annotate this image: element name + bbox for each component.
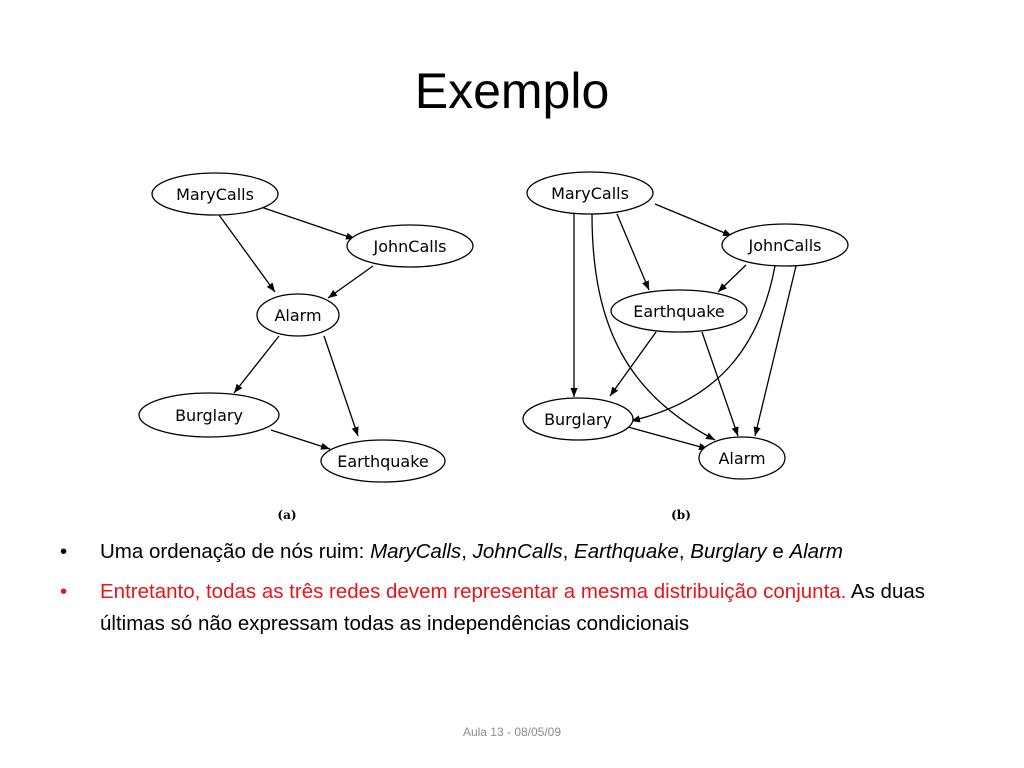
bullet-term-burglary: Burglary	[690, 540, 767, 563]
slide-title: Exemplo	[414, 63, 610, 119]
node-a-burglary: Burglary	[138, 392, 280, 438]
bullet-term-alarm: Alarm	[789, 540, 843, 563]
node-a-burglary-label: Burglary	[175, 406, 243, 425]
node-b-marycalls: MaryCalls	[526, 171, 654, 215]
bullet-text: As duas últimas só não expressam todas a…	[100, 580, 925, 635]
edge-b-earthquake-alarm	[701, 331, 739, 437]
node-b-johncalls: JohnCalls	[721, 223, 849, 267]
edge-a-burglary-earthquake	[270, 429, 331, 450]
slide-footer: Aula 13 - 08/05/09	[462, 725, 562, 739]
diagram-a-edges	[218, 205, 374, 450]
diagram-b-edges	[570, 203, 797, 451]
node-b-alarm: Alarm	[698, 436, 786, 480]
edge-a-alarm-earthquake	[323, 335, 359, 437]
bullet-separator: ,	[461, 540, 473, 563]
edge-a-marycalls-alarm	[218, 214, 276, 293]
bullet-dot: •	[60, 580, 68, 603]
bullet-separator: ,	[678, 540, 691, 563]
node-b-johncalls-label: JohnCalls	[748, 236, 822, 255]
node-b-burglary: Burglary	[522, 397, 634, 441]
node-a-marycalls: MaryCalls	[151, 172, 279, 216]
bullet-item-distribution: • Entretanto, todas as três redes devem …	[60, 576, 980, 640]
node-a-alarm-label: Alarm	[274, 306, 321, 325]
bullet-separator: e	[766, 540, 790, 563]
node-a-johncalls: JohnCalls	[346, 224, 474, 268]
caption-a: (a)	[277, 508, 296, 522]
edge-a-johncalls-alarm	[327, 265, 374, 299]
caption-b: (b)	[671, 508, 691, 522]
bullet-separator: ,	[562, 540, 575, 563]
bayes-network-diagrams: MaryCalls JohnCalls Alarm Burglary Earth…	[138, 171, 849, 522]
edge-b-johncalls-burglary	[630, 265, 776, 423]
node-b-alarm-label: Alarm	[718, 449, 765, 468]
node-b-earthquake-label: Earthquake	[633, 302, 725, 321]
edge-b-earthquake-burglary	[609, 331, 657, 397]
diagram-a: MaryCalls JohnCalls Alarm Burglary Earth…	[138, 172, 474, 522]
bullet-dot: •	[60, 540, 68, 563]
edge-b-marycalls-johncalls	[654, 203, 733, 237]
edge-b-marycalls-alarm	[591, 213, 716, 441]
bullet-term-johncalls: JohnCalls	[472, 540, 563, 563]
edge-b-marycalls-earthquake	[616, 213, 650, 291]
node-a-alarm: Alarm	[256, 293, 340, 337]
node-b-earthquake: Earthquake	[610, 289, 748, 333]
bullet-list: • Uma ordenação de nós ruim: MaryCalls, …	[60, 536, 980, 648]
node-a-marycalls-label: MaryCalls	[176, 185, 254, 204]
edge-a-alarm-burglary	[233, 335, 280, 394]
diagram-b: MaryCalls JohnCalls Earthquake Burglary …	[522, 171, 849, 522]
node-a-earthquake: Earthquake	[320, 439, 446, 483]
node-b-marycalls-label: MaryCalls	[551, 184, 629, 203]
edge-b-johncalls-alarm	[753, 265, 797, 437]
bullet-text: Uma ordenação de nós ruim:	[100, 540, 371, 563]
bullet-item-ordering: • Uma ordenação de nós ruim: MaryCalls, …	[60, 536, 980, 568]
edge-a-marycalls-johncalls	[257, 205, 356, 240]
node-a-earthquake-label: Earthquake	[337, 452, 429, 471]
node-a-johncalls-label: JohnCalls	[373, 237, 447, 256]
node-b-burglary-label: Burglary	[544, 410, 612, 429]
edge-b-johncalls-earthquake	[717, 264, 747, 293]
bullet-term-earthquake: Earthquake	[574, 540, 679, 563]
bullet-emphasis-text: Entretanto, todas as três redes devem re…	[100, 580, 847, 603]
edge-b-burglary-alarm	[627, 426, 709, 451]
bullet-term-marycalls: MaryCalls	[370, 540, 462, 563]
